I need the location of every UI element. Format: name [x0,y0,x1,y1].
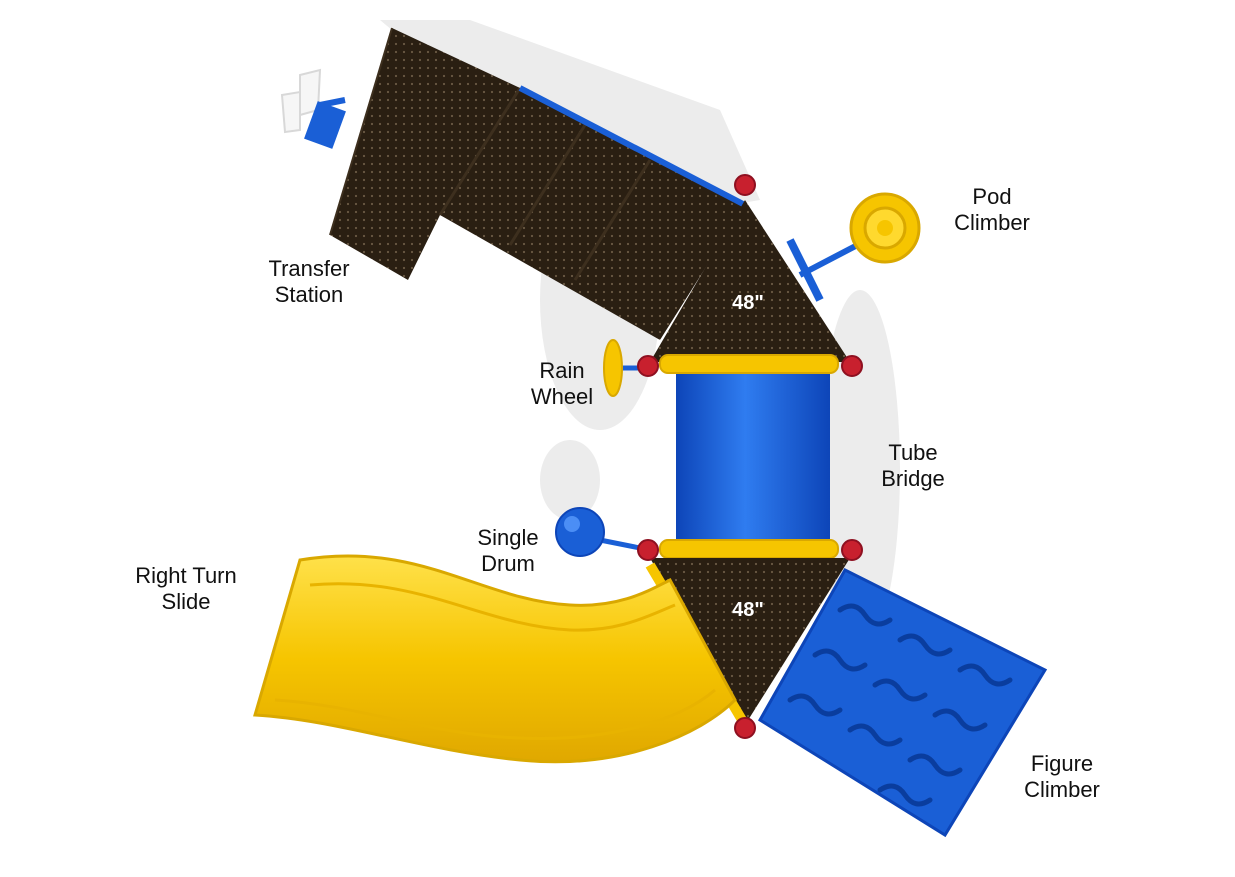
single-drum-label: Single Drum [462,525,554,577]
rain-wheel-label: Rain Wheel [515,358,609,410]
figure-climber-label-line2: Climber [1024,777,1100,802]
tube-bridge-label: Tube Bridge [864,440,962,492]
figure-climber-label-line1: Figure [1030,751,1094,776]
figure-climber-label: Figure Climber [1008,751,1116,803]
upper-deck-height: 48" [732,292,764,314]
right-turn-slide-label-line1: Right Turn [135,563,237,588]
red-clamps [637,174,863,739]
pod-climber [798,192,921,278]
transfer-station-label: Transfer Station [250,256,368,308]
transfer-station-deck [304,27,747,340]
single-drum-label-line1: Single [477,525,539,550]
pod-climber-label: Pod Climber [940,184,1044,236]
transfer-station-handle [280,68,322,134]
tube-bridge [659,354,839,559]
pod-climber-label-line2: Climber [954,210,1030,235]
right-turn-slide [253,554,737,764]
tube-bridge-label-line1: Tube [888,440,938,465]
transfer-station-label-line1: Transfer [268,256,350,281]
right-turn-slide-label-line2: Slide [161,589,211,614]
rain-wheel-label-line2: Wheel [530,384,594,409]
single-drum-label-line2: Drum [481,551,535,576]
single-drum [555,507,651,557]
rain-wheel [603,339,650,397]
figure-climber [757,568,1048,838]
tube-bridge-label-line2: Bridge [881,466,945,491]
pod-climber-label-line1: Pod [972,184,1012,209]
rain-wheel-label-line1: Rain [539,358,585,383]
transfer-station-label-line2: Station [274,282,344,307]
lower-deck-height: 48" [732,599,764,621]
right-turn-slide-label: Right Turn Slide [118,563,254,615]
